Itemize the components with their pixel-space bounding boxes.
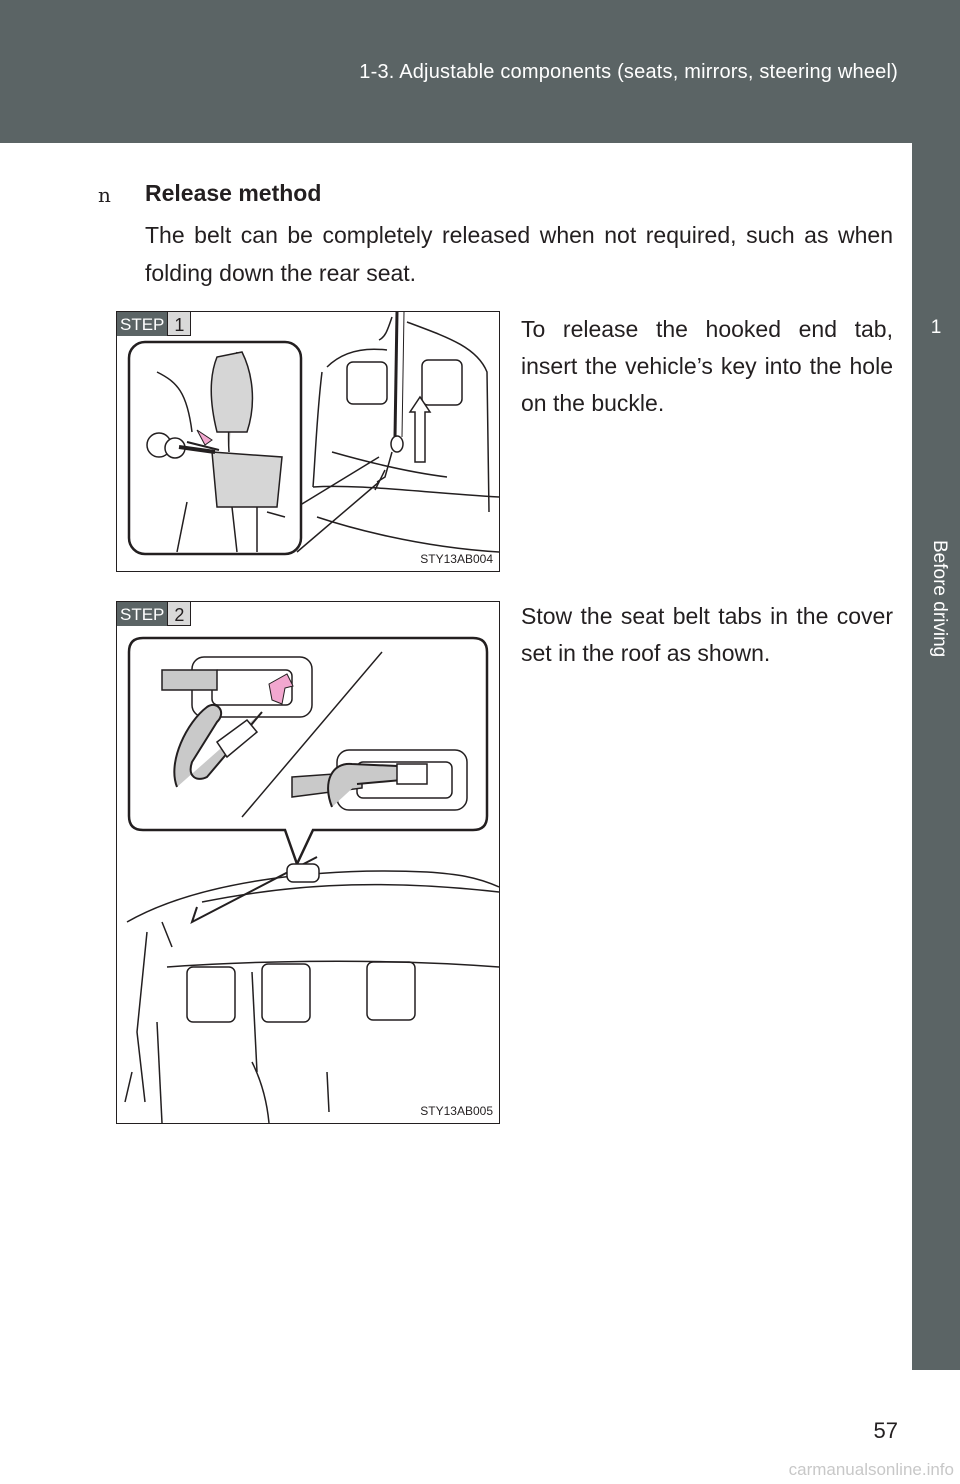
section-intro: The belt can be completely released when… bbox=[145, 222, 893, 286]
step-number: 2 bbox=[167, 602, 192, 626]
figure-code: STY13AB004 bbox=[420, 552, 493, 566]
step-1-illustration: STEP 1 bbox=[116, 311, 500, 572]
buckle-release-drawing bbox=[127, 312, 499, 556]
step-2-text: Stow the seat belt tabs in the cover set… bbox=[521, 603, 893, 666]
section-title: Release method bbox=[145, 180, 322, 206]
step-number: 1 bbox=[167, 312, 192, 336]
step-2-badge: STEP 2 bbox=[117, 602, 192, 626]
chapter-title: 1-3. Adjustable components (seats, mirro… bbox=[359, 61, 898, 83]
side-chapter-tab: 1 Before driving bbox=[912, 143, 960, 1370]
page-number: 57 bbox=[873, 1418, 898, 1443]
step-2-illustration: STEP 2 bbox=[116, 601, 500, 1124]
step-1-badge: STEP 1 bbox=[117, 312, 192, 336]
step-word: STEP bbox=[117, 602, 168, 626]
watermark: carmanualsonline.info bbox=[788, 1460, 954, 1479]
bullet-marker: n bbox=[98, 183, 111, 207]
figure-code: STY13AB005 bbox=[420, 1104, 493, 1118]
page-header: 1-3. Adjustable components (seats, mirro… bbox=[0, 0, 960, 143]
chapter-number: 1 bbox=[930, 317, 942, 338]
step-1-text: To release the hooked end tab, insert th… bbox=[521, 316, 893, 416]
chapter-label: Before driving bbox=[929, 540, 950, 658]
stow-belt-drawing bbox=[124, 636, 499, 1123]
step-word: STEP bbox=[117, 312, 168, 336]
